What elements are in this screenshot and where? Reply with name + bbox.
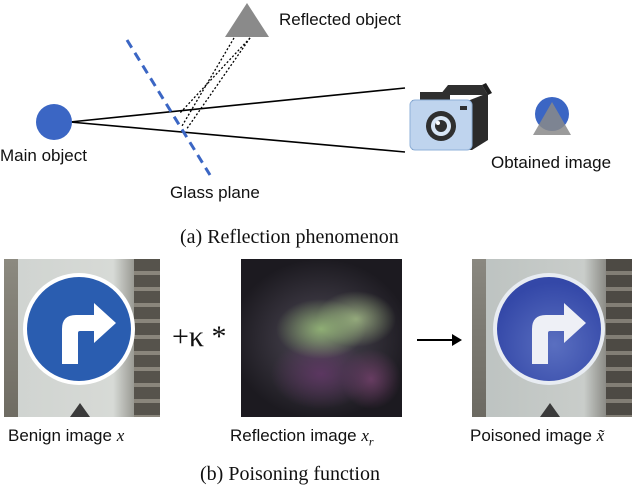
reflection-image-label: Reflection image xr <box>230 426 374 449</box>
reflection-ray-2 <box>185 37 251 131</box>
glass-plane-line <box>125 39 212 176</box>
main-object-label: Main object <box>0 146 87 165</box>
arrow-icon <box>417 334 462 346</box>
caption-a: (a) Reflection phenomenon <box>180 226 399 248</box>
reflected-object-label: Reflected object <box>279 10 401 29</box>
caption-b: (b) Poisoning function <box>200 463 380 485</box>
obtained-image-icon <box>533 97 571 135</box>
poisoned-image-label: Poisoned image x̃ <box>470 426 605 445</box>
poisoned-image <box>472 259 632 417</box>
reflected-object-triangle <box>225 3 269 37</box>
obtained-image-label: Obtained image <box>491 153 612 172</box>
benign-image <box>4 259 160 417</box>
benign-image-label: Benign image x <box>8 426 125 445</box>
ray-upper <box>69 87 406 123</box>
ray-lower <box>69 121 406 153</box>
main-object-circle <box>36 104 72 140</box>
reflection-image <box>241 259 402 417</box>
reflection-ray-3 <box>181 37 235 127</box>
reflection-ray-1 <box>179 37 251 114</box>
operator-plus-kappa: +κ * <box>172 320 227 353</box>
glass-plane-label: Glass plane <box>170 183 260 202</box>
camera-icon <box>409 83 492 151</box>
